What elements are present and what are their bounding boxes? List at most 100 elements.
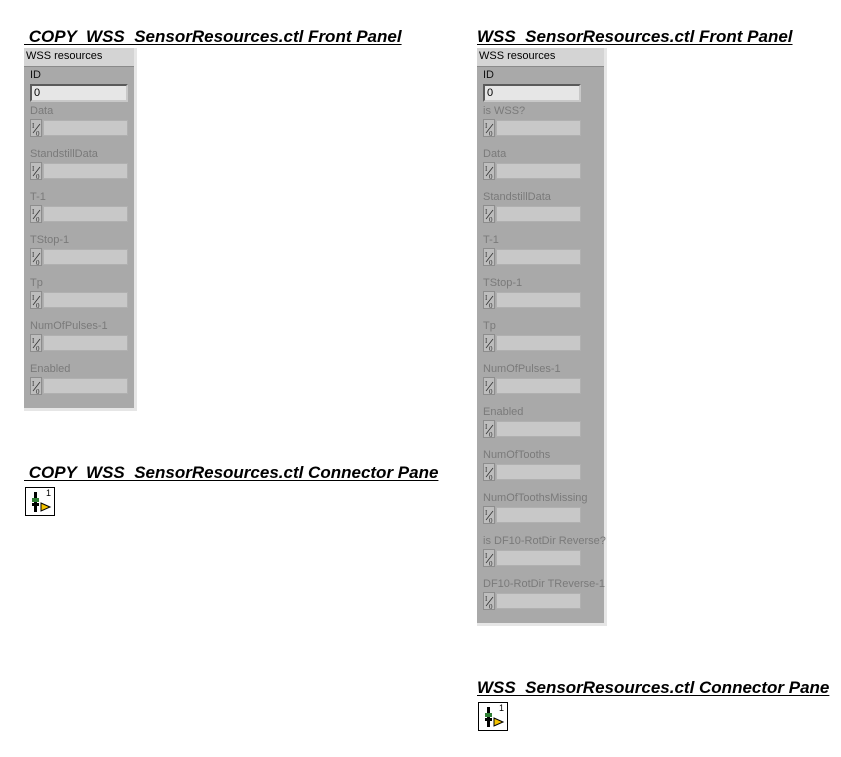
right-connector-pane-icon[interactable]: 1 [478, 702, 508, 731]
svg-text:I: I [32, 251, 35, 259]
svg-text:I: I [485, 423, 488, 431]
field-label-df10-rotdir-treverse-1: DF10-RotDir TReverse-1 [483, 578, 606, 590]
field-label-t-1: T-1 [30, 191, 46, 203]
value-display[interactable] [496, 292, 581, 308]
value-display[interactable] [43, 163, 128, 179]
field-label-data: Data [483, 148, 507, 160]
id-numeric-control[interactable]: 0 [483, 84, 581, 102]
id-label: ID [30, 69, 41, 81]
value-display[interactable] [496, 206, 581, 222]
field-label-data: Data [30, 105, 54, 117]
field-label-tp: Tp [30, 277, 43, 289]
svg-text:0: 0 [36, 173, 40, 181]
svg-text:0: 0 [489, 431, 493, 439]
svg-text:0: 0 [36, 345, 40, 353]
svg-text:0: 0 [489, 388, 493, 396]
value-display[interactable] [43, 120, 128, 136]
svg-text:0: 0 [36, 302, 40, 310]
value-display[interactable] [43, 378, 128, 394]
field-label-numoftooths: NumOfTooths [483, 449, 551, 461]
value-display[interactable] [496, 335, 581, 351]
value-display[interactable] [496, 550, 581, 566]
svg-text:0: 0 [36, 388, 40, 396]
svg-text:0: 0 [489, 345, 493, 353]
svg-text:I: I [32, 208, 35, 216]
svg-text:0: 0 [489, 259, 493, 267]
left-front-panel-title: COPY WSS SensorResources.ctl Front Panel [24, 27, 402, 46]
id-label: ID [483, 69, 494, 81]
field-label-enabled: Enabled [30, 363, 71, 375]
svg-text:I: I [485, 122, 488, 130]
value-display[interactable] [43, 206, 128, 222]
value-display[interactable] [496, 249, 581, 265]
svg-text:0: 0 [489, 216, 493, 224]
svg-text:0: 0 [36, 216, 40, 224]
svg-text:I: I [485, 380, 488, 388]
value-display[interactable] [496, 593, 581, 609]
field-label-standstilldata: StandstillData [483, 191, 551, 203]
value-display[interactable] [496, 421, 581, 437]
svg-text:I: I [32, 294, 35, 302]
svg-text:0: 0 [489, 560, 493, 568]
value-display[interactable] [43, 292, 128, 308]
svg-text:I: I [32, 165, 35, 173]
left-connector-pane-icon[interactable]: 1 [25, 487, 55, 516]
field-label-enabled: Enabled [483, 406, 524, 418]
value-display[interactable] [496, 163, 581, 179]
connector-terminal-number: 1 [45, 488, 51, 498]
value-display[interactable] [496, 507, 581, 523]
svg-text:I: I [485, 466, 488, 474]
svg-text:0: 0 [36, 130, 40, 138]
value-display[interactable] [43, 249, 128, 265]
field-label-t-1: T-1 [483, 234, 499, 246]
value-display[interactable] [43, 335, 128, 351]
value-display[interactable] [496, 378, 581, 394]
svg-text:I: I [32, 337, 35, 345]
svg-text:I: I [32, 122, 35, 130]
svg-text:0: 0 [36, 259, 40, 267]
value-display[interactable] [496, 464, 581, 480]
value-display[interactable] [496, 120, 581, 136]
id-numeric-control[interactable]: 0 [30, 84, 128, 102]
